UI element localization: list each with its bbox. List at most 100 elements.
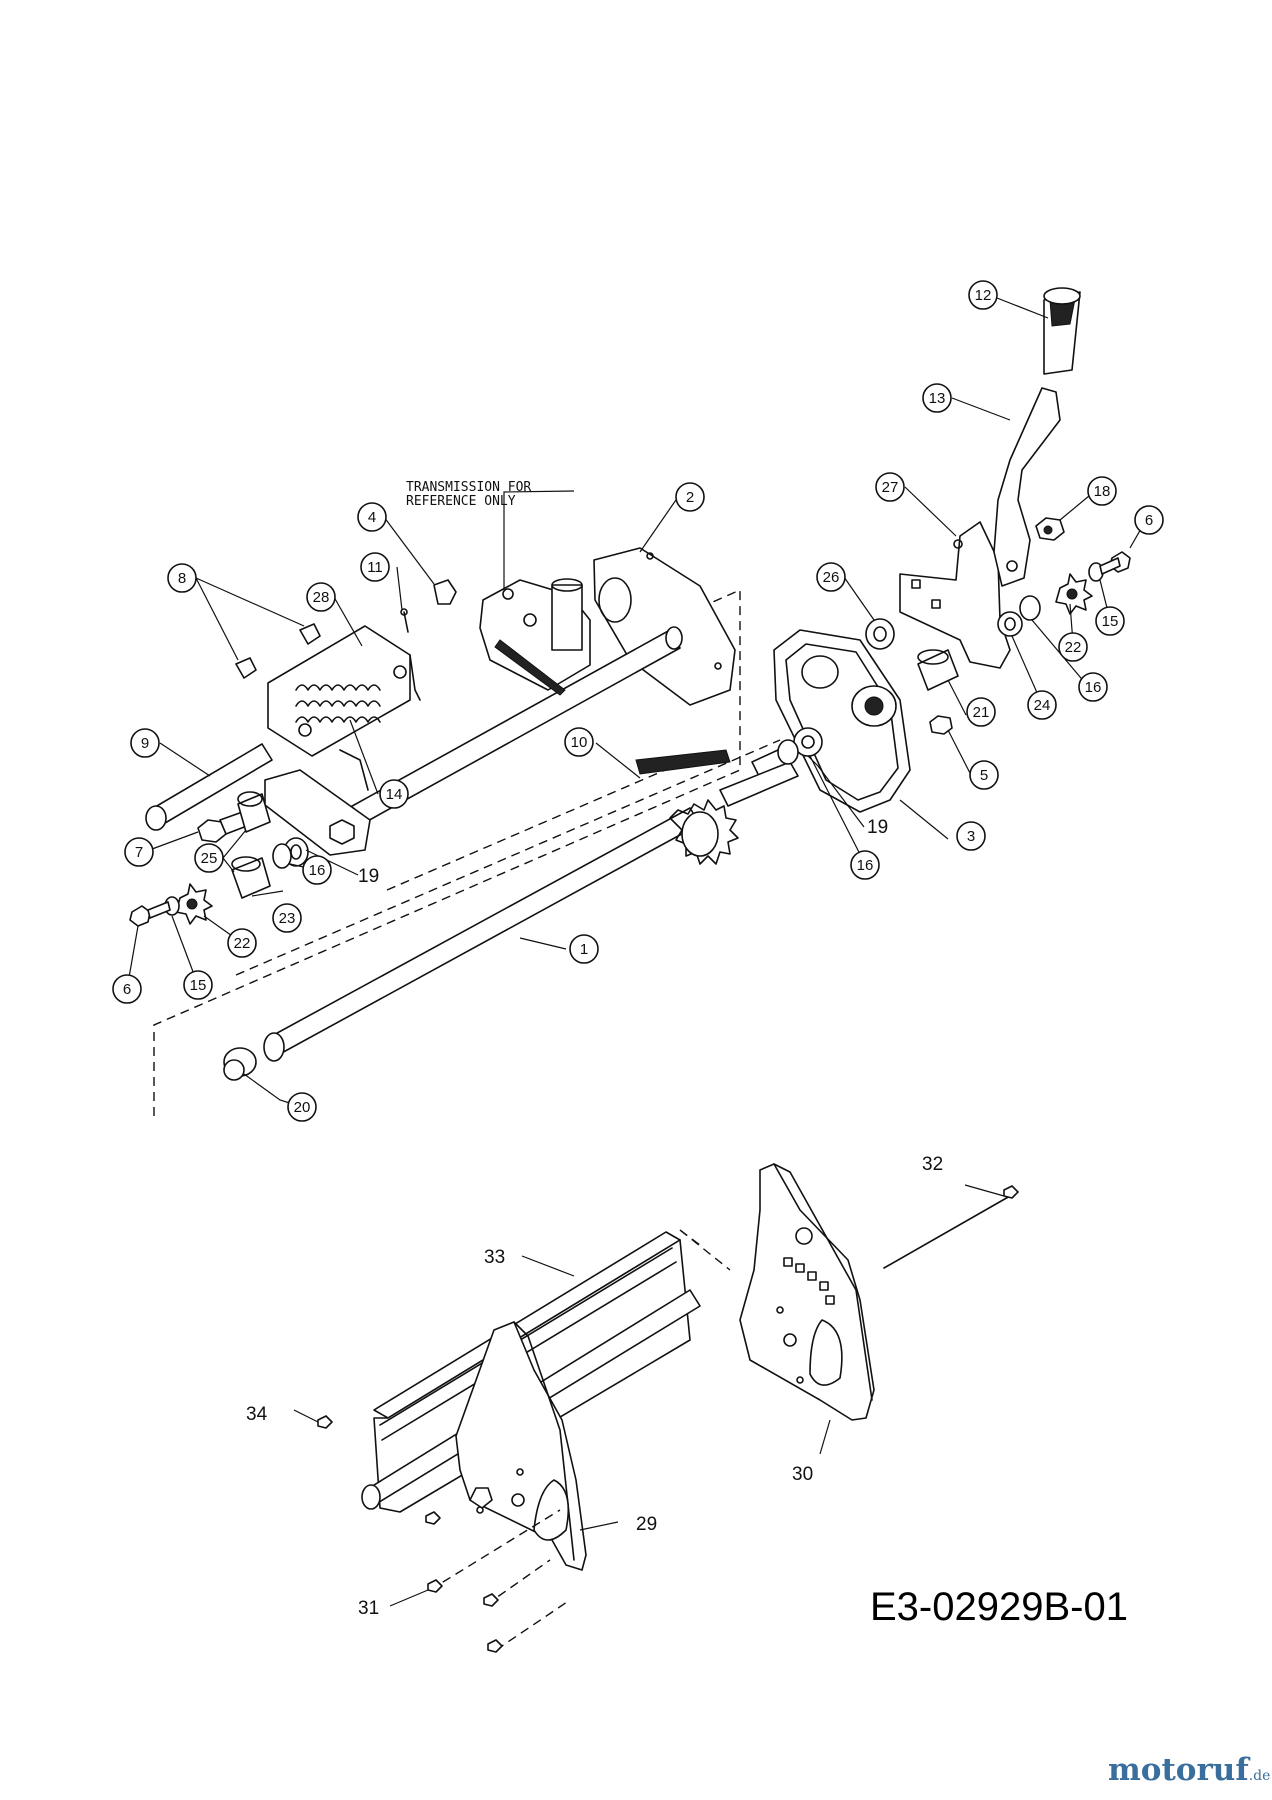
- callout-27: 27: [875, 472, 905, 502]
- part-bolt-6-right: [1099, 551, 1131, 575]
- part-washer-16-right: [777, 739, 799, 765]
- callout-25: 25: [194, 843, 224, 873]
- brand-name: motoruf: [1108, 1752, 1249, 1788]
- callout-16: 16: [1078, 672, 1108, 702]
- assembly-guide-lines: [153, 588, 781, 1271]
- svg-text:12: 12: [975, 287, 992, 304]
- part-screw-34: [317, 1415, 333, 1429]
- part-arm-plate: [264, 769, 371, 856]
- part-screws-31: [425, 1509, 571, 1653]
- part-bracket-28: [267, 625, 411, 757]
- part-sprocket-10: [635, 749, 799, 865]
- part-shaft-1: [263, 749, 787, 1062]
- svg-text:13: 13: [929, 390, 946, 407]
- svg-text:25: 25: [201, 850, 218, 867]
- part-star-22-left: [175, 883, 213, 925]
- svg-text:15: 15: [190, 977, 207, 994]
- svg-text:21: 21: [973, 704, 990, 721]
- svg-text:5: 5: [980, 767, 988, 784]
- part-bushing-21: [917, 649, 959, 691]
- callout-5: 5: [969, 760, 999, 790]
- svg-text:26: 26: [823, 569, 840, 586]
- part-pin-11: [400, 608, 409, 633]
- part-side-plate-29: [455, 1321, 587, 1571]
- part-bolt-6-left: [129, 901, 171, 927]
- leader-lines: [126, 297, 1147, 1607]
- part-nut-18: [1035, 517, 1065, 541]
- callout-2: 2: [675, 482, 705, 512]
- svg-text:6: 6: [123, 981, 131, 998]
- part-knob-12: [1043, 287, 1081, 375]
- callout-3: 3: [956, 821, 986, 851]
- label-32: 32: [922, 1154, 943, 1175]
- callout-1: 1: [569, 934, 599, 964]
- transmission-note-line1: TRANSMISSION FOR: [406, 480, 531, 495]
- callout-6: 6: [1134, 505, 1164, 535]
- svg-text:23: 23: [279, 910, 296, 927]
- callout-21: 21: [966, 697, 996, 727]
- svg-text:4: 4: [368, 509, 376, 526]
- label-19-right: 19: [867, 817, 888, 838]
- part-spring-14: [295, 654, 421, 791]
- callout-20: 20: [287, 1092, 317, 1122]
- part-rod-32: [883, 1185, 1019, 1269]
- part-side-plate-30: [739, 1163, 875, 1421]
- label-19-left: 19: [358, 866, 379, 887]
- brand-tld: .de: [1248, 1768, 1271, 1784]
- label-33: 33: [484, 1247, 505, 1268]
- callout-23: 23: [272, 903, 302, 933]
- svg-text:20: 20: [294, 1099, 311, 1116]
- svg-text:11: 11: [367, 559, 383, 576]
- svg-text:22: 22: [234, 935, 251, 952]
- callout-6: 6: [112, 974, 142, 1004]
- callout-12: 12: [968, 280, 998, 310]
- svg-text:6: 6: [1145, 512, 1153, 529]
- callout-8: 8: [167, 563, 197, 593]
- svg-text:8: 8: [178, 570, 186, 587]
- callout-11: 11: [360, 552, 390, 582]
- part-bolts-8: [235, 623, 321, 679]
- part-star-22-right: [1055, 573, 1093, 615]
- label-29: 29: [636, 1514, 657, 1535]
- svg-text:14: 14: [386, 786, 403, 803]
- label-31: 31: [358, 1598, 379, 1619]
- callout-28: 28: [306, 582, 336, 612]
- svg-text:2: 2: [686, 489, 694, 506]
- part-bearing-26: [865, 618, 895, 650]
- callout-13: 13: [922, 383, 952, 413]
- svg-text:3: 3: [967, 828, 975, 845]
- part-bushing-23: [231, 856, 271, 899]
- part-washer-16: [272, 843, 292, 869]
- part-nut-5: [929, 715, 953, 735]
- svg-text:28: 28: [313, 589, 330, 606]
- motoruf-watermark-logo: motoruf.de: [1108, 1752, 1270, 1788]
- part-bushing-20: [223, 1047, 257, 1081]
- callout-15: 15: [1095, 606, 1125, 636]
- callout-4: 4: [357, 502, 387, 532]
- callout-15: 15: [183, 970, 213, 1000]
- svg-text:10: 10: [571, 734, 588, 751]
- svg-text:16: 16: [309, 862, 326, 879]
- svg-text:7: 7: [135, 844, 143, 861]
- svg-text:1: 1: [580, 941, 588, 958]
- svg-text:24: 24: [1034, 697, 1051, 714]
- label-30: 30: [792, 1464, 813, 1485]
- part-bushing-24: [997, 611, 1023, 637]
- label-34: 34: [246, 1404, 268, 1425]
- drawing-code: E3-02929B-01: [870, 1585, 1128, 1629]
- callout-22: 22: [1058, 632, 1088, 662]
- callout-bubbles: 12 13 18 6 27 2 4 11 28 8 26 15 22 16 24…: [112, 280, 1164, 1122]
- callout-18: 18: [1087, 476, 1117, 506]
- transmission-note-line2: REFERENCE ONLY: [406, 494, 516, 509]
- part-bracket-27: [899, 521, 1011, 669]
- part-fitting-4: [433, 579, 457, 605]
- part-tube-9: [145, 743, 273, 831]
- callout-22: 22: [227, 928, 257, 958]
- callout-24: 24: [1027, 690, 1057, 720]
- svg-text:27: 27: [882, 479, 899, 496]
- callout-16: 16: [302, 855, 332, 885]
- callout-14: 14: [379, 779, 409, 809]
- callout-26: 26: [816, 562, 846, 592]
- svg-text:16: 16: [1085, 679, 1102, 696]
